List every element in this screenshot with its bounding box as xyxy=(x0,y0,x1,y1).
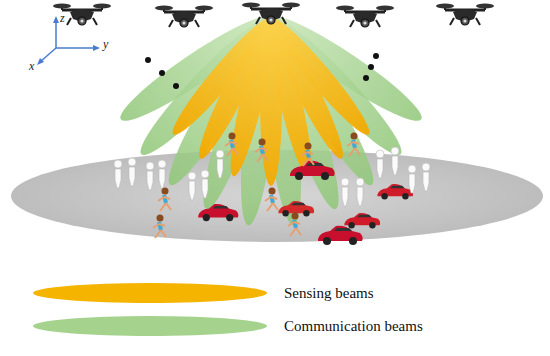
runner-icon xyxy=(301,143,314,167)
runner-icon xyxy=(153,215,166,239)
runner-icon xyxy=(347,133,360,157)
person-icon xyxy=(114,160,122,188)
person-icon xyxy=(146,162,154,190)
axis-symbol xyxy=(37,16,100,65)
legend-swatch xyxy=(33,316,267,336)
person-icon xyxy=(128,158,136,186)
person-icon xyxy=(188,172,196,200)
runner-icon xyxy=(225,133,238,157)
ellipsis-dots xyxy=(145,53,379,89)
person-icon xyxy=(422,163,430,191)
legend-swatch-box xyxy=(30,280,274,306)
runner-icon xyxy=(265,188,278,212)
axis-label: x xyxy=(29,60,34,72)
axis-label: z xyxy=(60,12,65,24)
legend-swatch-box xyxy=(30,313,274,339)
person-icon xyxy=(391,147,399,175)
car-icon xyxy=(318,226,363,245)
runner-icon xyxy=(288,213,301,237)
person-icon xyxy=(158,160,166,188)
car-icon xyxy=(377,184,413,199)
beam-lobe xyxy=(157,10,283,192)
person-icon xyxy=(216,150,224,178)
runner-icon xyxy=(158,188,171,212)
person-icon xyxy=(356,178,364,206)
person-icon xyxy=(341,178,349,206)
person-icon xyxy=(376,150,384,178)
ground-users xyxy=(114,133,430,246)
legend-swatch xyxy=(33,283,267,303)
person-icon xyxy=(408,165,416,193)
beam-fan xyxy=(112,6,429,227)
axis-label: y xyxy=(103,38,108,50)
person-icon xyxy=(201,170,209,198)
beam-lobe xyxy=(263,11,378,142)
legend-text: Sensing beams xyxy=(284,283,374,303)
car-icon xyxy=(198,204,238,221)
drone-swarm xyxy=(53,3,494,28)
legend-text: Communication beams xyxy=(284,316,423,336)
runner-icon xyxy=(255,139,268,163)
car-icon xyxy=(344,213,380,228)
